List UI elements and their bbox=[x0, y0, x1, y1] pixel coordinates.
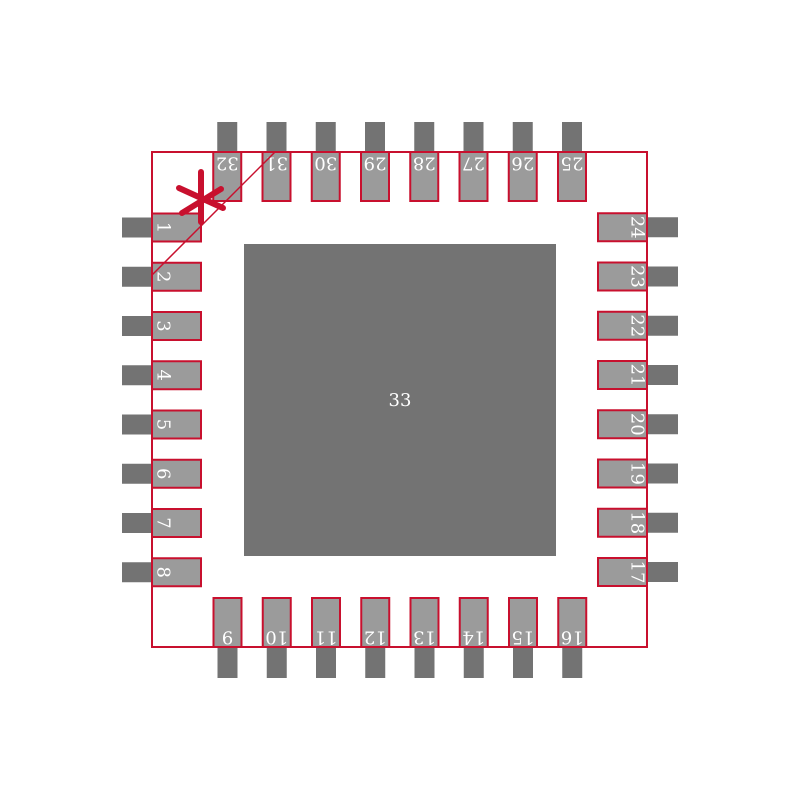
pin-label: 11 bbox=[315, 627, 338, 648]
pin-pad[interactable] bbox=[597, 261, 648, 292]
pin-label: 29 bbox=[364, 153, 387, 174]
pin-lead bbox=[646, 414, 678, 435]
pin-lead bbox=[122, 414, 154, 435]
pin-lead bbox=[122, 266, 154, 287]
pin-label: 7 bbox=[153, 517, 174, 528]
pin-pad[interactable] bbox=[360, 151, 390, 202]
pin-pad[interactable] bbox=[597, 458, 648, 489]
pin-lead bbox=[646, 365, 678, 385]
pin-label: 31 bbox=[265, 153, 288, 174]
pin-lead bbox=[266, 646, 287, 678]
pin-lead bbox=[122, 217, 154, 238]
pin-lead bbox=[122, 463, 154, 484]
pin-label: 16 bbox=[561, 627, 584, 648]
pin-label: 25 bbox=[561, 153, 584, 174]
pin-pad[interactable] bbox=[409, 151, 440, 202]
pin-label: 9 bbox=[222, 627, 233, 648]
package-outline bbox=[151, 151, 648, 648]
pin-label: 4 bbox=[153, 370, 174, 381]
pin-label: 15 bbox=[512, 627, 535, 648]
pin-label: 20 bbox=[627, 413, 648, 436]
pin-lead bbox=[646, 315, 678, 336]
pin-pad[interactable] bbox=[151, 458, 202, 489]
pin1-marker-icon bbox=[176, 169, 226, 225]
pin-pad[interactable] bbox=[507, 151, 538, 202]
pin-lead bbox=[365, 122, 385, 154]
pin-pad[interactable] bbox=[409, 597, 440, 648]
pin-lead bbox=[414, 122, 435, 154]
pin-lead bbox=[217, 646, 238, 678]
thermal-pad[interactable] bbox=[244, 244, 556, 556]
pin-lead bbox=[562, 646, 583, 678]
pin-label: 5 bbox=[153, 419, 174, 430]
pin-lead bbox=[463, 646, 484, 678]
pin-label: 19 bbox=[627, 462, 648, 485]
pin-pad[interactable] bbox=[597, 409, 648, 440]
pin-lead bbox=[122, 316, 154, 336]
pin-lead bbox=[646, 266, 678, 287]
pin-pad[interactable] bbox=[557, 151, 587, 202]
pin-lead bbox=[122, 365, 154, 386]
pin-lead bbox=[646, 217, 678, 238]
pin-pad[interactable] bbox=[151, 360, 202, 391]
pin-pad[interactable] bbox=[458, 151, 489, 202]
pin-label: 6 bbox=[153, 468, 174, 479]
pin-lead bbox=[365, 646, 386, 678]
pin-lead bbox=[316, 646, 336, 678]
pin-pad[interactable] bbox=[597, 360, 648, 390]
pin-label: 24 bbox=[627, 216, 648, 239]
pin-label: 32 bbox=[216, 153, 239, 174]
pin-lead bbox=[122, 513, 154, 533]
pin-lead bbox=[122, 562, 154, 583]
pin-lead bbox=[513, 646, 533, 678]
pin-lead bbox=[266, 122, 287, 154]
pin-label: 21 bbox=[627, 364, 648, 387]
pin-pad[interactable] bbox=[597, 507, 648, 538]
pin-lead bbox=[646, 512, 678, 533]
pin-lead bbox=[512, 122, 533, 154]
pin-label: 22 bbox=[627, 314, 648, 337]
pin-pad[interactable] bbox=[261, 597, 292, 648]
pin-label: 8 bbox=[153, 567, 174, 578]
pin-label: 10 bbox=[265, 627, 288, 648]
pin-lead bbox=[646, 463, 678, 484]
pin1-chamfer-line bbox=[151, 151, 276, 276]
pin-label: 28 bbox=[413, 153, 436, 174]
pin-label: 3 bbox=[153, 320, 174, 331]
pin-lead bbox=[217, 122, 238, 154]
pin-pad[interactable] bbox=[151, 212, 202, 243]
pin-label: 17 bbox=[627, 561, 648, 584]
pin-label: 2 bbox=[153, 271, 174, 282]
pin-lead bbox=[463, 122, 484, 154]
pin-label: 12 bbox=[364, 627, 387, 648]
pin-pad[interactable] bbox=[360, 597, 391, 648]
pin-lead bbox=[414, 646, 435, 678]
pin-label: 14 bbox=[462, 627, 485, 648]
thermal-pad-label: 33 bbox=[389, 390, 412, 411]
pin-label: 26 bbox=[511, 153, 534, 174]
leads-layer bbox=[122, 122, 678, 678]
pin-label: 18 bbox=[627, 511, 648, 534]
pin-label: 27 bbox=[462, 153, 485, 174]
pin-label: 13 bbox=[413, 627, 436, 648]
pin-lead bbox=[315, 122, 336, 154]
pin-label: 30 bbox=[314, 153, 337, 174]
pin-label: 23 bbox=[627, 265, 648, 288]
pin-lead bbox=[646, 562, 678, 582]
pin-lead bbox=[562, 122, 582, 154]
pin-label: 1 bbox=[153, 222, 174, 233]
